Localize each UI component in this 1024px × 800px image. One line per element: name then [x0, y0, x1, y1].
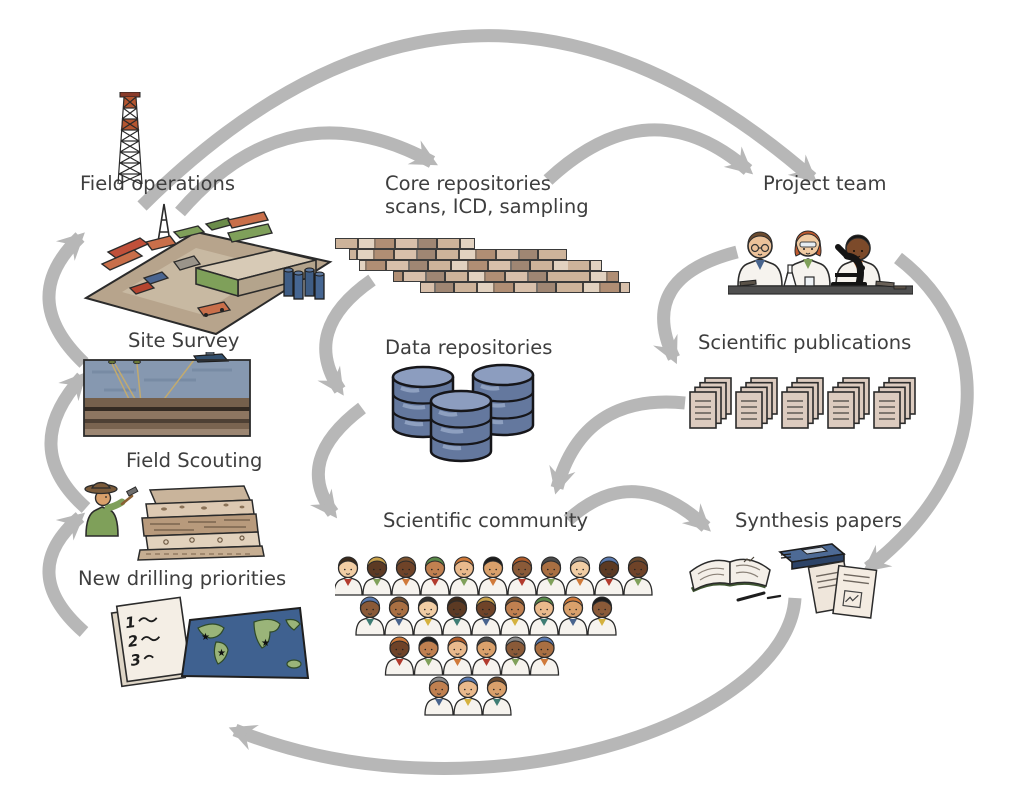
scientist-2 — [785, 230, 831, 287]
fuel-tanks-icon — [283, 267, 325, 300]
community-person — [482, 676, 512, 716]
field-scouting-label: Field Scouting — [126, 449, 263, 472]
scientist-3 — [835, 234, 881, 287]
microscope-icon — [831, 244, 867, 288]
project-team-label: Project team — [763, 172, 887, 195]
core-strip — [393, 271, 619, 282]
community-person — [335, 556, 363, 596]
arrow-new-drilling-priorities-to-field-scouting — [42, 512, 89, 637]
crowd-of-people — [335, 556, 653, 716]
data-repositories-label: Data repositories — [385, 336, 553, 359]
seismic-survey-icon — [83, 352, 251, 437]
community-person — [355, 596, 385, 636]
crowd-icon — [335, 556, 653, 716]
paper-stacks-icon — [688, 366, 928, 441]
drilling-priorities-icon: 1 2 3 ★ ★ ★ — [110, 596, 310, 688]
arrow-synthesis-papers-to-new-drilling-priorities — [228, 597, 802, 775]
svg-text:1: 1 — [124, 613, 137, 632]
scientific-publications-label: Scientific publications — [698, 331, 912, 354]
community-person — [420, 556, 450, 596]
community-person — [565, 556, 595, 596]
core-strip — [420, 282, 630, 293]
geologist-icon — [84, 481, 139, 537]
svg-text:2: 2 — [127, 632, 140, 651]
community-person — [442, 596, 472, 636]
arrow-project-team-to-scientific-publications — [653, 245, 739, 365]
arrow-data-repositories-to-scientific-community — [309, 402, 366, 519]
arrow-scientific-community-to-synthesis-papers — [563, 485, 711, 532]
core-strip — [349, 249, 567, 260]
community-person — [453, 676, 483, 716]
community-person — [384, 596, 414, 636]
map-star: ★ — [261, 638, 270, 649]
blue-book-icon — [778, 543, 846, 570]
community-person — [478, 556, 508, 596]
community-person — [507, 556, 537, 596]
community-person — [413, 596, 443, 636]
community-person — [536, 556, 566, 596]
publication-stacks — [690, 378, 915, 428]
synthesis-papers-icon — [689, 543, 878, 619]
site-survey-label: Site Survey — [128, 329, 240, 352]
core-strip — [335, 238, 475, 249]
community-person — [471, 596, 501, 636]
outcrop-icon — [137, 485, 265, 561]
arrow-field-operations-to-core-repositories — [175, 126, 438, 217]
community-person — [413, 636, 444, 676]
core-repositories-label: Core repositories — [385, 172, 551, 195]
community-person — [594, 556, 624, 596]
community-person — [623, 556, 653, 596]
svg-text:3: 3 — [129, 651, 142, 670]
drill-camp-icon — [83, 203, 333, 336]
new-drilling-priorities-label: New drilling priorities — [78, 567, 287, 590]
arrow-field-operations-to-project-team — [137, 29, 818, 211]
priority-list-icon: 1 2 3 — [110, 596, 192, 688]
community-person — [442, 636, 473, 676]
core-repositories-label-group: Core repositories scans, ICD, sampling — [385, 172, 589, 218]
community-person — [391, 556, 421, 596]
community-person — [449, 556, 479, 596]
drill-tower-icon — [117, 92, 143, 185]
community-person — [424, 676, 454, 716]
project-team-icon — [728, 230, 913, 295]
arrow-core-repositories-to-data-repositories — [317, 274, 376, 396]
scientist-1 — [737, 231, 783, 287]
core-samples-icon — [335, 238, 635, 294]
scientific-community-label: Scientific community — [383, 509, 589, 532]
drill-rig-camp-icon — [83, 92, 333, 336]
open-book-icon — [689, 556, 771, 593]
database-cylinders-icon — [391, 363, 535, 463]
core-repositories-sublabel: scans, ICD, sampling — [385, 195, 589, 218]
community-person — [471, 636, 502, 676]
loose-papers-icon — [807, 560, 878, 619]
community-person — [529, 596, 559, 636]
pen-icon — [736, 591, 782, 602]
core-strip — [359, 260, 602, 271]
community-person — [500, 596, 530, 636]
strata-layers — [84, 398, 250, 436]
community-person — [362, 556, 392, 596]
arrow-field-scouting-to-site-survey — [44, 371, 91, 513]
synthesis-papers-label: Synthesis papers — [735, 509, 903, 532]
community-person — [587, 596, 617, 636]
arrow-project-team-to-synthesis-papers — [862, 252, 974, 574]
arrow-core-repositories-to-project-team — [543, 123, 754, 185]
community-person — [529, 636, 560, 676]
map-star: ★ — [201, 632, 210, 643]
lab-bench-icon — [728, 264, 913, 295]
community-person — [384, 636, 415, 676]
map-star: ★ — [217, 648, 226, 659]
arrow-scientific-publications-to-scientific-community — [549, 395, 686, 495]
database-cylinder — [429, 389, 493, 463]
field-scouting-icon — [84, 481, 265, 561]
arrow-site-survey-to-field-operations — [42, 232, 89, 368]
community-person — [558, 596, 588, 636]
community-person — [500, 636, 531, 676]
world-map-icon: ★ ★ ★ — [180, 606, 310, 680]
